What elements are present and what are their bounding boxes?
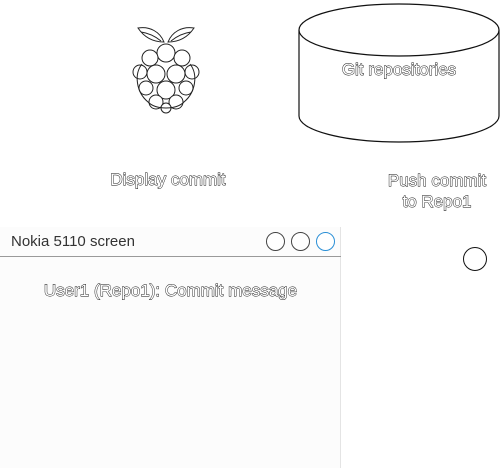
nokia-screen-window: Nokia 5110 screen User1 (Repo1): Commit … <box>0 227 341 468</box>
window-control-button-3[interactable] <box>316 232 335 251</box>
window-control-button-2[interactable] <box>291 232 310 251</box>
display-commit-label: Display commit <box>110 170 226 190</box>
push-commit-label-line1: Push commit <box>387 171 487 191</box>
window-title: Nokia 5110 screen <box>11 233 135 250</box>
window-titlebar: Nokia 5110 screen <box>0 227 341 257</box>
push-commit-label: Push commit to Repo1 <box>372 170 502 212</box>
push-commit-label-line2: to Repo1 <box>402 192 472 212</box>
connector-handle[interactable] <box>463 247 487 271</box>
commit-message-text: User1 (Repo1): Commit message <box>43 281 298 301</box>
raspberry-pi-icon <box>132 27 200 114</box>
git-repository-cylinder-icon <box>298 3 500 143</box>
git-repositories-label: Git repositories <box>341 60 457 80</box>
window-control-button-1[interactable] <box>266 232 285 251</box>
